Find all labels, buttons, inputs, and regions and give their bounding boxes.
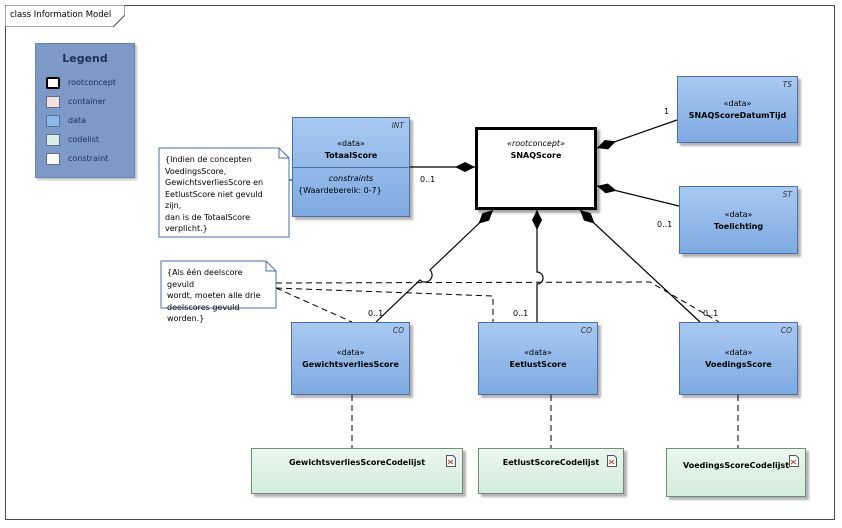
multiplicity-gewicht: 0..1	[368, 309, 384, 318]
class-snaqscore[interactable]: «rootconcept» SNAQScore	[475, 127, 597, 210]
class-stereotype: «rootconcept»	[507, 139, 565, 148]
class-eetlustscore[interactable]: CO «data» EetlustScore	[478, 322, 598, 395]
codelist-document-icon	[446, 455, 456, 467]
codelist-gewichtsverliesscore[interactable]: GewichtsverliesScoreCodelijst	[251, 448, 463, 494]
legend-label: container	[68, 97, 106, 106]
note-line: {Als één deelscore gevuld	[167, 268, 243, 289]
codelist-name: EetlustScoreCodelijst	[502, 458, 600, 467]
note-totaalscore[interactable]: {Indien de concepten VoedingsScore, Gewi…	[160, 150, 285, 236]
constraints-heading: constraints	[328, 174, 374, 183]
legend-label: constraint	[68, 154, 109, 163]
class-voedingsscore[interactable]: CO «data» VoedingsScore	[679, 322, 798, 395]
note-shape-deelscore	[160, 260, 277, 309]
note-line: verplicht.}	[165, 224, 208, 233]
class-gewichtsverliesscore[interactable]: CO «data» GewichtsverliesScore	[291, 322, 410, 395]
note-line: dan is de TotaalScore	[165, 212, 251, 222]
class-stereotype: «data»	[337, 139, 365, 148]
note-line: VoedingsScore,	[165, 166, 227, 176]
composition-voeding	[579, 209, 701, 323]
legend-title: Legend	[62, 52, 108, 65]
note-deelscore[interactable]: {Als één deelscore gevuld wordt, moeten …	[162, 263, 274, 323]
datatype-tag: INT	[391, 121, 404, 130]
diagram-title: class Information Model	[10, 10, 112, 20]
note-line: {Indien de concepten	[165, 155, 252, 164]
diagram-title-tab	[5, 5, 125, 27]
legend-label: data	[68, 116, 87, 125]
class-name: GewichtsverliesScore	[302, 360, 399, 369]
composition-datum	[596, 119, 678, 150]
codelist-eetlustscore[interactable]: EetlustScoreCodelijst	[478, 448, 624, 494]
datatype-tag: CO	[780, 326, 792, 335]
class-snaqscoredatumtijd[interactable]: TS «data» SNAQScoreDatumTijd	[677, 76, 798, 143]
note-link-voeding	[275, 281, 720, 323]
class-stereotype: «data»	[336, 348, 365, 357]
codelist-name: VoedingsScoreCodelijst	[682, 461, 790, 470]
codelist-document-icon	[789, 455, 799, 467]
codelist-voedingsscore[interactable]: VoedingsScoreCodelijst	[666, 448, 806, 497]
codelist-document-icon	[607, 455, 617, 467]
class-name: Toelichting	[713, 222, 764, 231]
note-link-gewicht	[275, 287, 353, 323]
legend-swatch-data	[46, 115, 60, 127]
datatype-tag: CO	[580, 326, 592, 335]
note-line: wordt, moeten alle drie	[167, 291, 261, 300]
class-stereotype: «data»	[524, 348, 552, 357]
class-totaalscore[interactable]: INT «data» TotaalScore constraints {Waar…	[292, 117, 410, 217]
composition-toelichting	[596, 183, 680, 207]
legend-swatch-rootconcept	[46, 77, 60, 89]
legend: Legend rootconcept container data codeli…	[35, 43, 135, 178]
class-stereotype: «data»	[724, 348, 753, 357]
datatype-tag: ST	[782, 190, 792, 199]
note-line: deelscores gevuld worden.}	[167, 302, 240, 324]
multiplicity-toelichting: 0..1	[657, 220, 673, 229]
multiplicity-eetlust: 0..1	[513, 309, 529, 318]
class-name: VoedingsScore	[705, 360, 772, 369]
composition-gewicht	[375, 209, 494, 323]
note-line: EetlustScore niet gevuld zijn,	[165, 189, 263, 211]
legend-swatch-constraint	[46, 153, 60, 165]
constraint-text: {Waardebereik: 0-7}	[298, 186, 382, 195]
class-toelichting[interactable]: ST «data» Toelichting	[679, 186, 798, 254]
multiplicity-datum: 1	[664, 107, 670, 116]
class-name: SNAQScoreDatumTijd	[688, 111, 787, 120]
compartment-divider	[293, 167, 409, 168]
legend-swatch-codelist	[46, 134, 60, 146]
class-stereotype: «data»	[723, 99, 752, 108]
class-name: SNAQScore	[510, 151, 562, 160]
composition-eetlust	[532, 210, 544, 322]
class-name: EetlustScore	[509, 360, 567, 369]
note-link-eetlust	[275, 287, 494, 322]
multiplicity-voeding: 0..1	[703, 309, 719, 318]
legend-swatch-container	[46, 96, 60, 108]
class-stereotype: «data»	[724, 210, 753, 219]
legend-label: rootconcept	[68, 78, 116, 87]
note-line: GewichtsverliesScore en	[165, 178, 264, 187]
codelist-name: GewichtsverliesScoreCodelijst	[288, 458, 426, 467]
datatype-tag: TS	[782, 80, 792, 89]
legend-label: codelist	[68, 135, 100, 144]
class-name: TotaalScore	[324, 151, 378, 160]
datatype-tag: CO	[392, 326, 404, 335]
note-shape-totaal	[158, 147, 290, 238]
multiplicity-totaal: 0..1	[420, 175, 436, 184]
